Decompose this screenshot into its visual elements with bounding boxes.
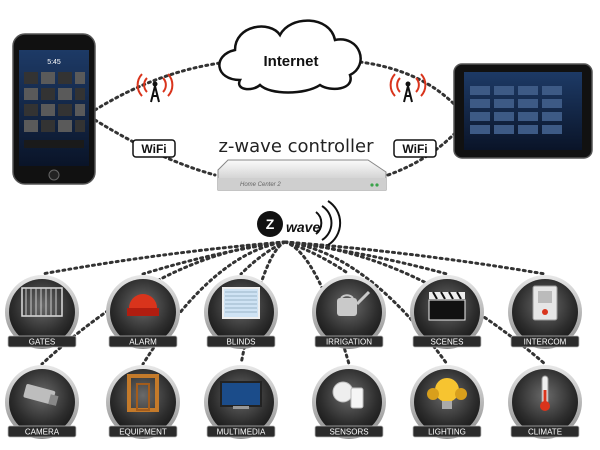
intercom-icon (532, 285, 558, 321)
tile-lighting[interactable]: LIGHTING (410, 365, 484, 439)
svg-text:Z: Z (266, 216, 275, 232)
light-bulb-icon (427, 378, 467, 409)
wifi-badge-left: WiFi (132, 139, 176, 158)
tablet (453, 63, 593, 159)
home-center-device: Home Center 2 (217, 159, 387, 191)
tablet-app-grid (470, 86, 562, 134)
tile-label: INTERCOM (524, 338, 567, 347)
tile-equipment[interactable]: EQUIPMENT (106, 365, 180, 439)
tile-multimedia[interactable]: MULTIMEDIA (204, 365, 278, 439)
tile-background (316, 369, 382, 435)
tile-sensors[interactable]: SENSORS (312, 365, 386, 439)
alarm-siren-icon (127, 294, 159, 316)
cloud-to-tablet-link (358, 60, 457, 107)
antenna-icon (136, 73, 174, 103)
tile-label: LIGHTING (428, 428, 466, 437)
watering-can-icon (337, 290, 371, 316)
tile-climate[interactable]: CLIMATE (508, 365, 582, 439)
tile-gates[interactable]: GATES (5, 275, 79, 349)
tile-label: ALARM (129, 338, 157, 347)
wifi-badge-right: WiFi (393, 139, 437, 158)
fanout-link-intercom (283, 240, 547, 276)
tile-label: BLINDS (227, 338, 256, 347)
tile-background (110, 369, 176, 435)
thermometer-icon (540, 375, 550, 411)
gate-icon (21, 287, 63, 317)
tile-label: IRRIGATION (326, 338, 372, 347)
zwave-logo: Z wave (257, 200, 342, 246)
security-camera-icon (23, 384, 59, 406)
svg-text:WiFi: WiFi (141, 142, 166, 156)
tile-background (9, 279, 75, 345)
window-blinds-icon (222, 287, 260, 319)
fanout-link-blinds (239, 240, 287, 276)
phone-app-grid (24, 72, 85, 148)
clapperboard-icon (428, 291, 466, 321)
door-frame-icon (127, 374, 159, 412)
device-brand-label: Home Center 2 (240, 182, 281, 188)
tile-label: EQUIPMENT (119, 428, 167, 437)
tv-icon (220, 381, 262, 409)
controller-title: z-wave controller (218, 136, 374, 157)
svg-text:wave: wave (286, 219, 320, 235)
tile-label: SCENES (431, 338, 464, 347)
tile-label: CAMERA (25, 428, 60, 437)
sensor-icon (332, 381, 364, 409)
tile-irrigation[interactable]: IRRIGATION (312, 275, 386, 349)
internet-label: Internet (263, 53, 318, 70)
tile-label: MULTIMEDIA (217, 428, 266, 437)
tile-label: CLIMATE (528, 428, 562, 437)
smartphone: 5:45 (12, 33, 96, 185)
internet-cloud: Internet (218, 19, 362, 94)
tablet-screen (464, 72, 582, 150)
svg-text:WiFi: WiFi (402, 142, 427, 156)
tile-label: SENSORS (329, 428, 368, 437)
device-tiles: GATES ALARM BLINDS IRRIGATION SCENES INTERCOM… (5, 275, 582, 439)
tile-label: GATES (29, 338, 56, 347)
phone-clock: 5:45 (47, 59, 61, 66)
tile-intercom[interactable]: INTERCOM (508, 275, 582, 349)
tile-alarm[interactable]: ALARM (106, 275, 180, 349)
tile-scenes[interactable]: SCENES (410, 275, 484, 349)
tile-camera[interactable]: CAMERA (5, 365, 79, 439)
tile-blinds[interactable]: BLINDS (204, 275, 278, 349)
phone-to-cloud-link (93, 60, 230, 112)
